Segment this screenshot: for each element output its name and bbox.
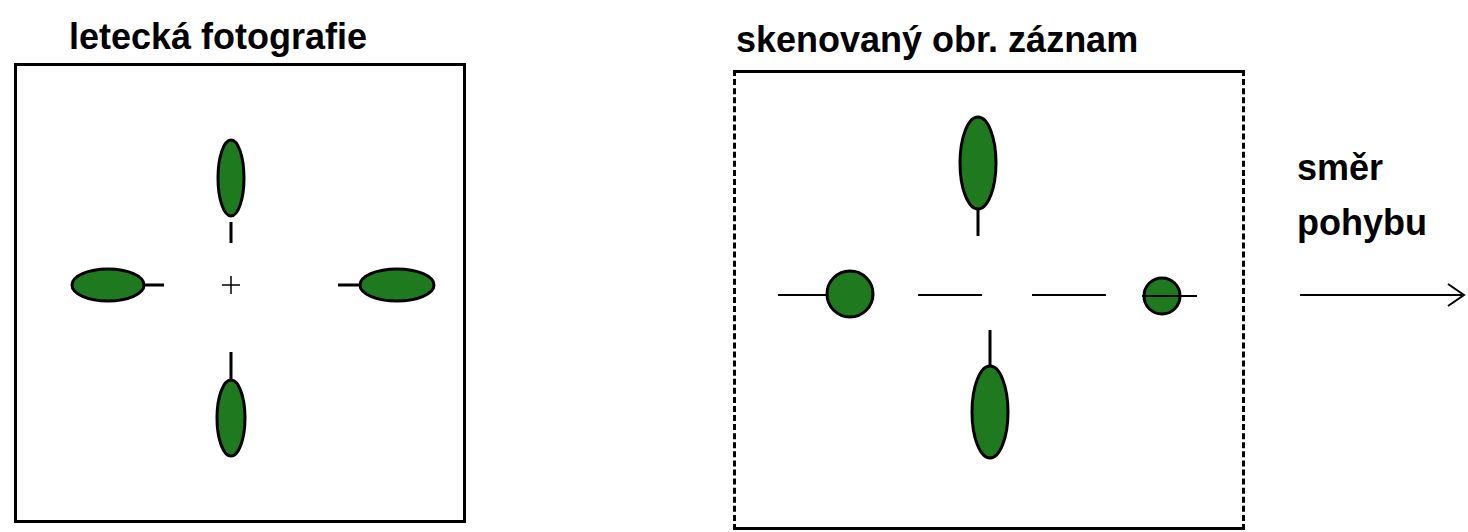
frame-title: letecká fotografie	[69, 16, 367, 58]
image-frame: skenovaný obr. záznam	[733, 70, 1245, 530]
frame-title: skenovaný obr. záznam	[736, 19, 1138, 61]
direction-label: směr pohybu	[1297, 140, 1462, 250]
image-frame: letecká fotografie	[14, 63, 466, 523]
